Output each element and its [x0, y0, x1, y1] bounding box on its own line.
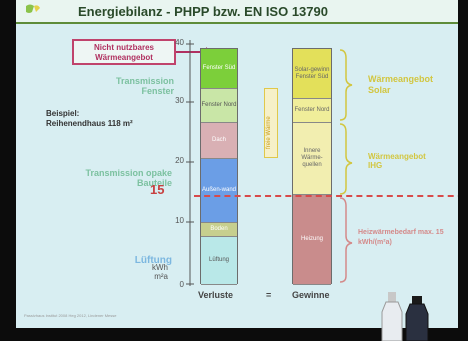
tick-30: 30 — [175, 96, 184, 105]
tick-20: 20 — [175, 156, 184, 165]
seg-aussenwand: Außen-wand — [201, 159, 237, 223]
presentation-slide: Energiebilanz - PHPP bzw. EN ISO 13790 N… — [16, 0, 458, 328]
seg-heizung: Heizung — [293, 195, 331, 285]
beispiel-text: Beispiel: Reihenendhaus 118 m² — [46, 109, 133, 128]
seg-innere-waermequellen: Innere Wärme-quellen — [293, 123, 331, 195]
verluste-column: Fenster Süd Fenster Nord Dach Außen-wand… — [200, 48, 238, 285]
slide-title: Energiebilanz - PHPP bzw. EN ISO 13790 — [78, 4, 328, 19]
gewinne-column: Solar-gewinn Fenster Süd Fenster Nord In… — [292, 48, 332, 285]
bottle-icon — [381, 292, 403, 341]
seg-dach: Dach — [201, 123, 237, 159]
seg-lueftung: Lüftung — [201, 237, 237, 285]
passivhaus-logo-icon — [26, 4, 40, 13]
y-axis — [186, 40, 194, 286]
equals-sign: = — [266, 290, 272, 300]
tick-15: 15 — [150, 182, 165, 197]
tick-10: 10 — [175, 216, 184, 225]
seg-solargewinn-nord: Fenster Nord — [293, 99, 331, 123]
transmission-opak-label: Transmission opake Bauteile — [85, 168, 172, 188]
axis-unit-kwh: kWh — [152, 263, 168, 272]
gewinne-label: Gewinne — [292, 290, 330, 300]
seg-solargewinn-sued: Solar-gewinn Fenster Süd — [293, 49, 331, 99]
lueftung-label: Lüftung — [134, 255, 172, 266]
nicht-nutzbar-label: Nicht nutzbares Wärmeangebot — [72, 39, 176, 65]
heizwaermebedarf-label: Heizwärmebedarf max. 15 kWh/(m²a) — [358, 229, 444, 246]
slide-footer: Passivhaus Institut 2008 Heg 2012, Linde… — [24, 313, 117, 318]
freie-waerme-label: freie Wärme — [264, 88, 278, 158]
verluste-label: Verluste — [198, 290, 234, 300]
limit-15-dashed-line — [194, 195, 458, 197]
brace-icons — [339, 49, 353, 283]
tick-40: 40 — [175, 38, 184, 47]
seg-fenster-sued: Fenster Süd — [201, 49, 237, 89]
tick-0: 0 — [179, 280, 184, 289]
transmission-fenster-label: Transmission Fenster — [115, 76, 174, 96]
axis-unit-m2a: m²a — [154, 272, 168, 281]
seg-fenster-nord: Fenster Nord — [201, 89, 237, 123]
bottle-icon-2 — [405, 296, 429, 341]
seg-boden: Boden — [201, 223, 237, 237]
waermeangebot-solar-label: Wärmeangebot Solar — [368, 74, 434, 95]
waermeangebot-ihg-label: Wärmeangebot IHG — [368, 152, 426, 170]
slide-header: Energiebilanz - PHPP bzw. EN ISO 13790 — [16, 0, 458, 24]
